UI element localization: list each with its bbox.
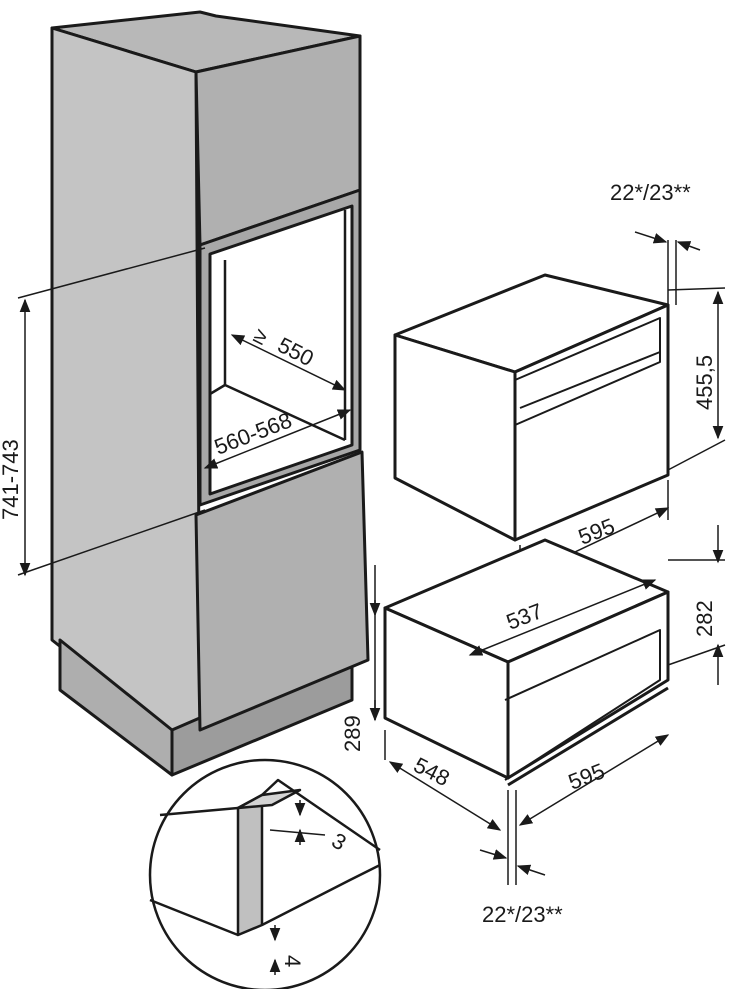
- front-offset-top-label: 22*/23**: [610, 180, 691, 205]
- drawer-width-label: 595: [565, 758, 608, 794]
- drawer-niche-height-label: 289: [340, 715, 365, 752]
- drawer-height-label: 282: [692, 600, 717, 637]
- tall-cabinet: [50, 10, 370, 777]
- drawer-dimensions: [369, 525, 726, 885]
- cabinet-side: [50, 26, 202, 737]
- cabinet-height-label: 741-743: [0, 439, 23, 520]
- detail-offset-label: 4: [280, 955, 305, 967]
- oven-side: [393, 333, 517, 542]
- oven-appliance: [393, 273, 670, 542]
- lower-front-panel: [194, 450, 370, 732]
- warming-drawer: [383, 538, 670, 787]
- oven-height-label: 455,5: [692, 355, 717, 410]
- detail-circle: [148, 758, 382, 992]
- drawer-depth-label: 548: [410, 752, 454, 791]
- oven-width-label: 595: [575, 513, 618, 549]
- cabinet-dimensions: [17, 247, 352, 577]
- front-offset-bottom-label: 22*/23**: [482, 902, 563, 927]
